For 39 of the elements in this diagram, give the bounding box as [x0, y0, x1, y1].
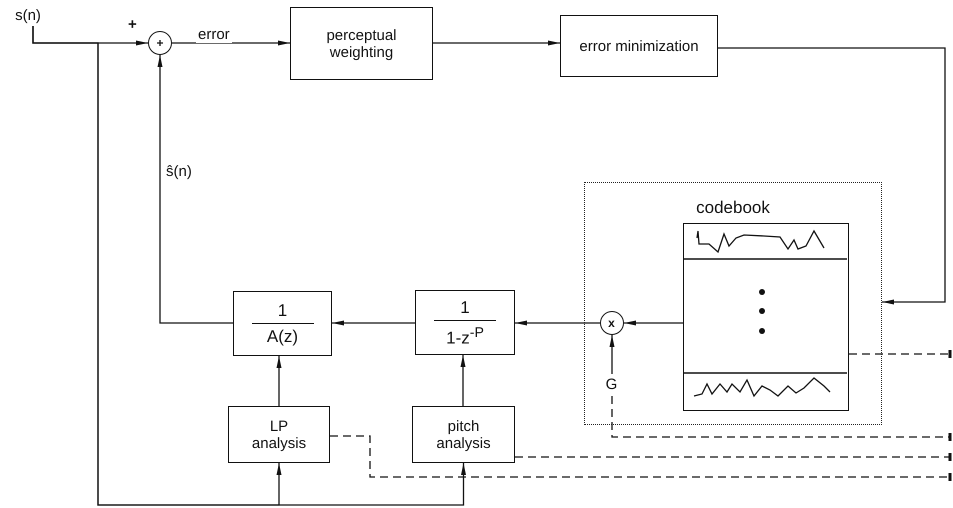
arrow	[515, 320, 600, 326]
pitch-filter-box	[415, 290, 515, 355]
arrow	[433, 40, 560, 46]
arrow	[32, 26, 466, 506]
process-box	[560, 15, 718, 77]
box-label: pitch analysis	[435, 418, 492, 452]
synthesis-filter-box	[233, 291, 332, 356]
arrow	[276, 356, 282, 406]
box-label: LP analysis	[250, 418, 308, 452]
dashed-signal-line	[515, 453, 952, 461]
operator-sign: +	[156, 37, 164, 49]
arrow	[332, 320, 415, 326]
arrow	[718, 47, 946, 304]
box-label: error minimization	[579, 38, 699, 54]
numerator-text: 1	[278, 301, 288, 320]
dashed-signal-line	[611, 396, 952, 441]
codebook-group	[584, 182, 882, 425]
arrow	[610, 335, 614, 374]
operator-sign: x	[608, 316, 615, 328]
arrow	[158, 55, 233, 324]
numerator-text: 1	[460, 298, 470, 317]
group-title: codebook	[696, 199, 770, 216]
label-text: G	[606, 376, 618, 393]
process-box	[228, 406, 330, 463]
multiplier-circle	[600, 310, 624, 334]
codebook-table	[682, 222, 848, 410]
box-label: perceptual weighting	[325, 26, 398, 60]
dashed-signal-line	[330, 435, 952, 481]
process-box	[412, 406, 515, 463]
arrow	[624, 320, 683, 326]
denominator-text: 1-z$^{-P}$	[446, 324, 484, 348]
arrow	[460, 355, 466, 406]
process-box	[290, 7, 433, 80]
denominator-text: A(z)	[266, 327, 298, 346]
label-text: s(n)	[15, 6, 41, 24]
dashed-signal-line	[849, 350, 952, 358]
summing-junction	[148, 31, 172, 55]
edge-label: ŝ(n)	[164, 163, 194, 180]
arrow	[172, 40, 290, 46]
